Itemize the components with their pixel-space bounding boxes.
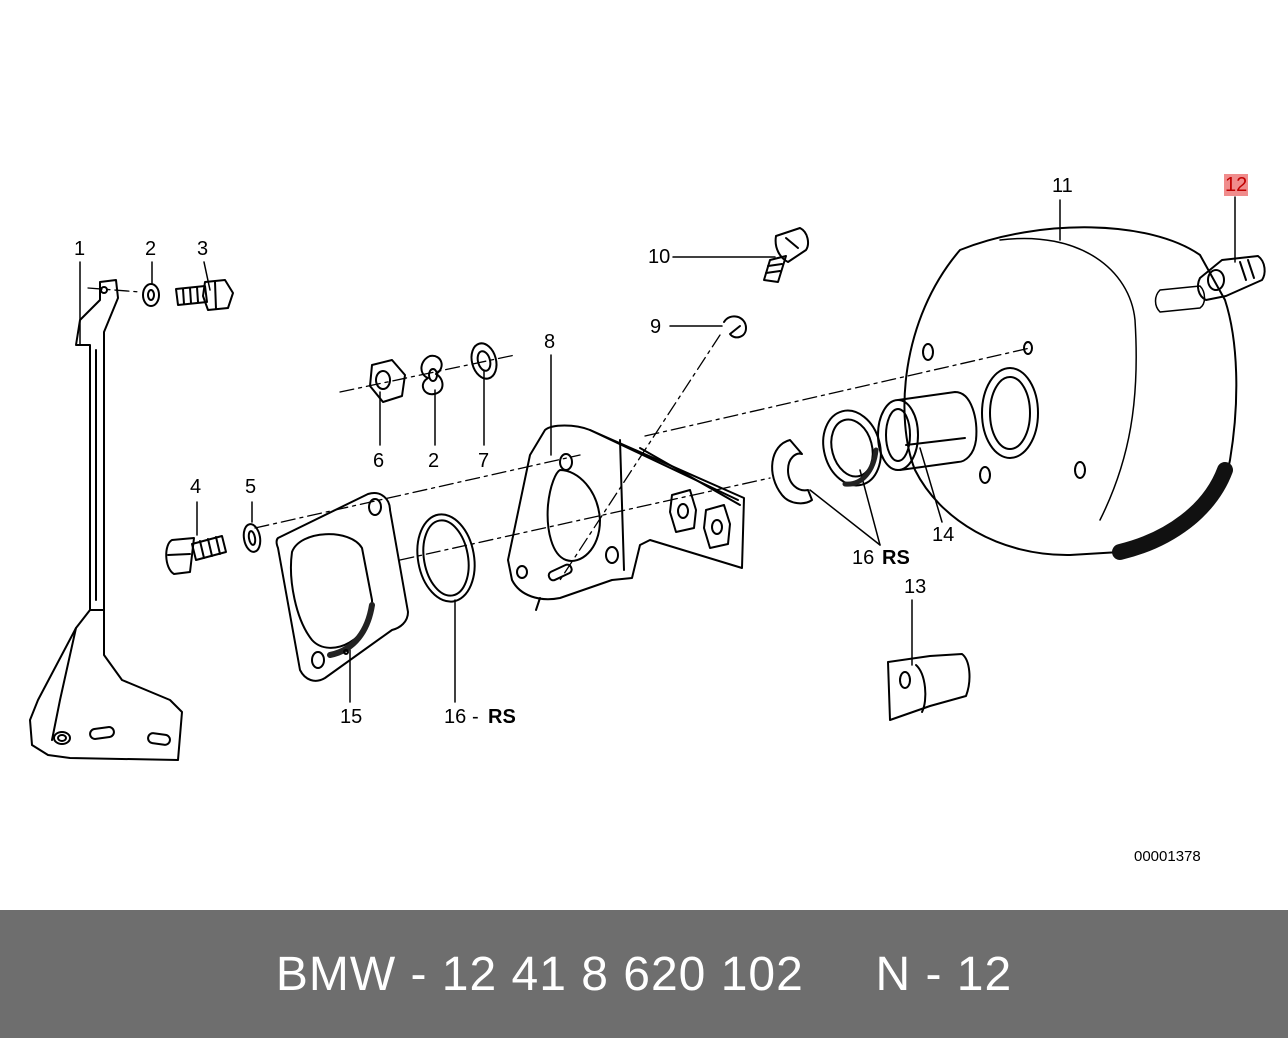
- part-16-rs-ring: [822, 409, 882, 487]
- part-14-bushing: [877, 391, 978, 471]
- callout-part-5: 5: [245, 476, 257, 498]
- footer-bar: BMW - 12 41 8 620 102 N - 12: [0, 910, 1288, 1038]
- part-number-caption: BMW - 12 41 8 620 102 N - 12: [275, 947, 1013, 1001]
- callout-part-10: 10: [648, 246, 671, 268]
- part-2-lock-washer: [420, 354, 444, 396]
- part-16-seal-ring: [416, 513, 476, 603]
- part-9-clip: [723, 315, 747, 339]
- part-12-clip: [1197, 255, 1266, 301]
- part-2-washer-top: [142, 283, 160, 307]
- callout-part-14: 14: [932, 524, 955, 546]
- callout-part-7: 7: [478, 450, 490, 472]
- callout-part-9: 9: [650, 316, 662, 338]
- callout-rs-upper: RS: [882, 547, 910, 569]
- callout-part-12-highlighted: 12: [1224, 174, 1249, 196]
- document-number: 00001378: [1134, 848, 1201, 865]
- callout-part-16-upper: 16: [852, 547, 875, 569]
- callout-part-4: 4: [190, 476, 202, 498]
- part-4-screw: [165, 535, 227, 575]
- part-7-washer: [470, 342, 498, 380]
- part-15-cover-plate: [275, 492, 409, 682]
- part-6-nut: [369, 359, 406, 403]
- part-8-mounting-plate: [507, 424, 745, 611]
- part-11-drum: [903, 226, 1238, 560]
- leader-lines: [79, 196, 1236, 703]
- callout-dash: -: [472, 706, 479, 728]
- part-16-snap-ring: [771, 439, 813, 505]
- part-1-bracket: [29, 279, 183, 761]
- exploded-view-drawing: [29, 196, 1266, 761]
- part-5-washer: [242, 523, 262, 553]
- callout-part-2: 2: [145, 238, 157, 260]
- callout-part-11: 11: [1052, 175, 1073, 197]
- callout-part-6: 6: [373, 450, 385, 472]
- part-3-screw: [175, 279, 234, 311]
- callout-part-15: 15: [340, 706, 363, 728]
- assembly-axes: [87, 287, 1031, 581]
- callout-part-2-middle: 2: [428, 450, 440, 472]
- callout-part-16-lower: 16: [444, 706, 467, 728]
- callout-part-8: 8: [544, 331, 556, 353]
- part-13-clamp: [887, 653, 971, 721]
- callout-part-3: 3: [197, 238, 209, 260]
- parts-diagram: 1 2 3 6 2 7 4 5 8 10 9 11 12 14 16 RS 13…: [29, 174, 1266, 865]
- callout-rs-lower: RS: [488, 706, 516, 728]
- part-10-bolt: [763, 227, 809, 283]
- callout-part-1: 1: [74, 238, 86, 260]
- callout-part-13: 13: [904, 576, 927, 598]
